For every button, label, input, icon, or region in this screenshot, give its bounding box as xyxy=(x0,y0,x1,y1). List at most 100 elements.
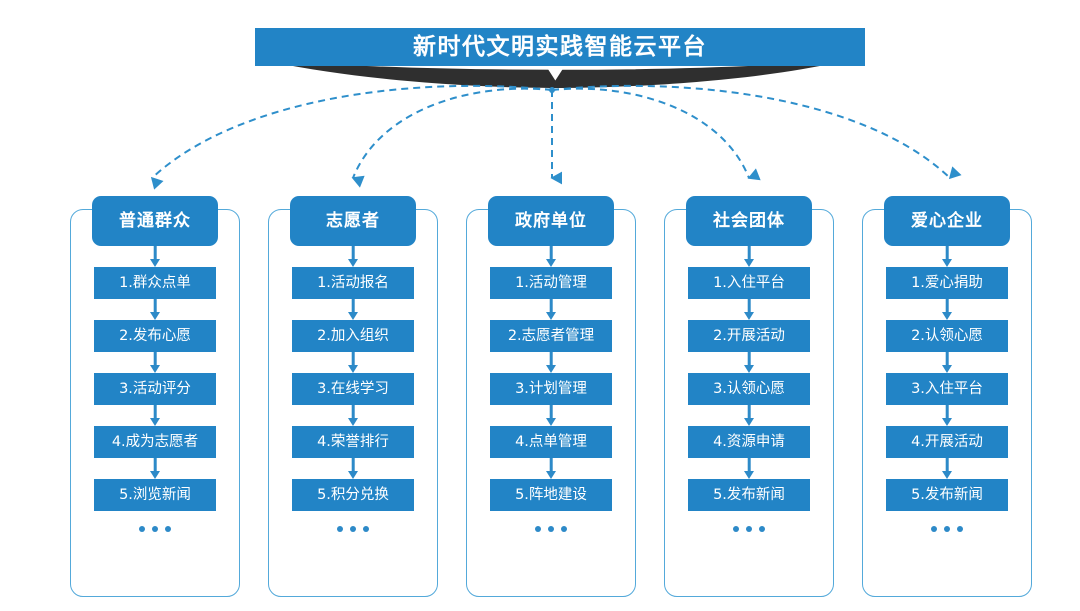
arrow-down-icon xyxy=(347,299,359,320)
arrow-to-col-2 xyxy=(351,87,553,188)
column-items: 1.爱心捐助 2.认领心愿 3.入住平台 4.开展活动 5.发布新闻 xyxy=(862,246,1032,532)
item-label: 3.计划管理 xyxy=(515,380,587,397)
list-item[interactable]: 2.认领心愿 xyxy=(886,320,1008,352)
list-item[interactable]: 1.活动报名 xyxy=(292,267,414,299)
more-dots-icon xyxy=(139,526,171,532)
more-dots-icon xyxy=(535,526,567,532)
arrow-down-icon xyxy=(743,299,755,320)
item-label: 2.认领心愿 xyxy=(911,327,983,344)
column-header-3[interactable]: 政府单位 xyxy=(488,196,614,246)
item-label: 5.发布新闻 xyxy=(713,486,785,503)
list-item[interactable]: 4.荣誉排行 xyxy=(292,426,414,458)
arrow-down-icon xyxy=(149,405,161,426)
arrow-down-icon xyxy=(149,458,161,479)
list-item[interactable]: 1.群众点单 xyxy=(94,267,216,299)
item-label: 5.发布新闻 xyxy=(911,486,983,503)
column-header-label: 社会团体 xyxy=(713,210,785,231)
page-title: 新时代文明实践智能云平台 xyxy=(413,33,707,60)
list-item[interactable]: 2.加入组织 xyxy=(292,320,414,352)
column-header-4[interactable]: 社会团体 xyxy=(686,196,812,246)
list-item[interactable]: 1.入住平台 xyxy=(688,267,810,299)
arrow-down-icon xyxy=(545,405,557,426)
arrow-down-icon xyxy=(545,352,557,373)
column-common-public: 普通群众 1.群众点单 2.发布心愿 3.活动评分 4.成为志愿者 5.浏览新闻 xyxy=(70,196,240,597)
arrow-down-icon xyxy=(941,299,953,320)
arrow-down-icon xyxy=(743,405,755,426)
arrow-down-icon xyxy=(545,246,557,267)
arrow-down-icon xyxy=(743,458,755,479)
item-label: 4.成为志愿者 xyxy=(111,433,199,450)
list-item[interactable]: 1.爱心捐助 xyxy=(886,267,1008,299)
column-header-5[interactable]: 爱心企业 xyxy=(884,196,1010,246)
item-label: 5.积分兑换 xyxy=(317,486,389,503)
arrow-down-icon xyxy=(545,458,557,479)
item-label: 1.活动报名 xyxy=(317,274,389,291)
title-banner: 新时代文明实践智能云平台 xyxy=(0,0,1080,100)
item-label: 2.志愿者管理 xyxy=(507,327,595,344)
item-label: 4.开展活动 xyxy=(911,433,983,450)
item-label: 3.认领心愿 xyxy=(713,380,785,397)
item-label: 3.入住平台 xyxy=(911,380,983,397)
list-item[interactable]: 2.志愿者管理 xyxy=(490,320,612,352)
list-item[interactable]: 5.发布新闻 xyxy=(688,479,810,511)
arrow-down-icon xyxy=(347,246,359,267)
list-item[interactable]: 4.资源申请 xyxy=(688,426,810,458)
column-items: 1.群众点单 2.发布心愿 3.活动评分 4.成为志愿者 5.浏览新闻 xyxy=(70,246,240,532)
list-item[interactable]: 4.开展活动 xyxy=(886,426,1008,458)
arrow-down-icon xyxy=(149,299,161,320)
list-item[interactable]: 3.在线学习 xyxy=(292,373,414,405)
list-item[interactable]: 4.成为志愿者 xyxy=(94,426,216,458)
item-label: 4.荣誉排行 xyxy=(317,433,389,450)
list-item[interactable]: 3.认领心愿 xyxy=(688,373,810,405)
banner-shadow-ribbon xyxy=(270,60,841,88)
arrow-down-icon xyxy=(941,352,953,373)
column-header-2[interactable]: 志愿者 xyxy=(290,196,416,246)
list-item[interactable]: 5.发布新闻 xyxy=(886,479,1008,511)
item-label: 1.群众点单 xyxy=(119,274,191,291)
list-item[interactable]: 5.积分兑换 xyxy=(292,479,414,511)
item-label: 1.活动管理 xyxy=(515,274,587,291)
item-label: 1.入住平台 xyxy=(713,274,785,291)
item-label: 4.点单管理 xyxy=(515,433,587,450)
item-label: 5.浏览新闻 xyxy=(119,486,191,503)
column-group: 普通群众 1.群众点单 2.发布心愿 3.活动评分 4.成为志愿者 5.浏览新闻… xyxy=(0,196,1080,611)
list-item[interactable]: 1.活动管理 xyxy=(490,267,612,299)
column-header-label: 普通群众 xyxy=(119,210,191,231)
column-caring-enterprise: 爱心企业 1.爱心捐助 2.认领心愿 3.入住平台 4.开展活动 5.发布新闻 xyxy=(862,196,1032,597)
more-dots-icon xyxy=(931,526,963,532)
list-item[interactable]: 5.阵地建设 xyxy=(490,479,612,511)
list-item[interactable]: 3.入住平台 xyxy=(886,373,1008,405)
item-label: 2.加入组织 xyxy=(317,327,389,344)
column-volunteer: 志愿者 1.活动报名 2.加入组织 3.在线学习 4.荣誉排行 5.积分兑换 xyxy=(268,196,438,597)
item-label: 4.资源申请 xyxy=(713,433,785,450)
arrow-down-icon xyxy=(743,246,755,267)
list-item[interactable]: 4.点单管理 xyxy=(490,426,612,458)
column-header-label: 政府单位 xyxy=(515,210,587,231)
more-dots-icon xyxy=(337,526,369,532)
item-label: 2.发布心愿 xyxy=(119,327,191,344)
column-header-label: 志愿者 xyxy=(326,210,380,231)
column-government-unit: 政府单位 1.活动管理 2.志愿者管理 3.计划管理 4.点单管理 5.阵地建设 xyxy=(466,196,636,597)
column-items: 1.活动报名 2.加入组织 3.在线学习 4.荣誉排行 5.积分兑换 xyxy=(268,246,438,532)
arrow-to-col-4 xyxy=(551,87,761,181)
item-label: 5.阵地建设 xyxy=(515,486,587,503)
more-dots-icon xyxy=(733,526,765,532)
arrow-down-icon xyxy=(545,299,557,320)
column-social-group: 社会团体 1.入住平台 2.开展活动 3.认领心愿 4.资源申请 5.发布新闻 xyxy=(664,196,834,597)
item-label: 1.爱心捐助 xyxy=(911,274,983,291)
column-items: 1.入住平台 2.开展活动 3.认领心愿 4.资源申请 5.发布新闻 xyxy=(664,246,834,532)
arrow-down-icon xyxy=(941,246,953,267)
banner-bar: 新时代文明实践智能云平台 xyxy=(255,28,865,66)
column-header-1[interactable]: 普通群众 xyxy=(92,196,218,246)
list-item[interactable]: 2.开展活动 xyxy=(688,320,810,352)
list-item[interactable]: 3.活动评分 xyxy=(94,373,216,405)
item-label: 3.活动评分 xyxy=(119,380,191,397)
column-items: 1.活动管理 2.志愿者管理 3.计划管理 4.点单管理 5.阵地建设 xyxy=(466,246,636,532)
list-item[interactable]: 2.发布心愿 xyxy=(94,320,216,352)
arrow-down-icon xyxy=(347,458,359,479)
arrow-down-icon xyxy=(941,405,953,426)
arrow-down-icon xyxy=(149,352,161,373)
list-item[interactable]: 5.浏览新闻 xyxy=(94,479,216,511)
list-item[interactable]: 3.计划管理 xyxy=(490,373,612,405)
